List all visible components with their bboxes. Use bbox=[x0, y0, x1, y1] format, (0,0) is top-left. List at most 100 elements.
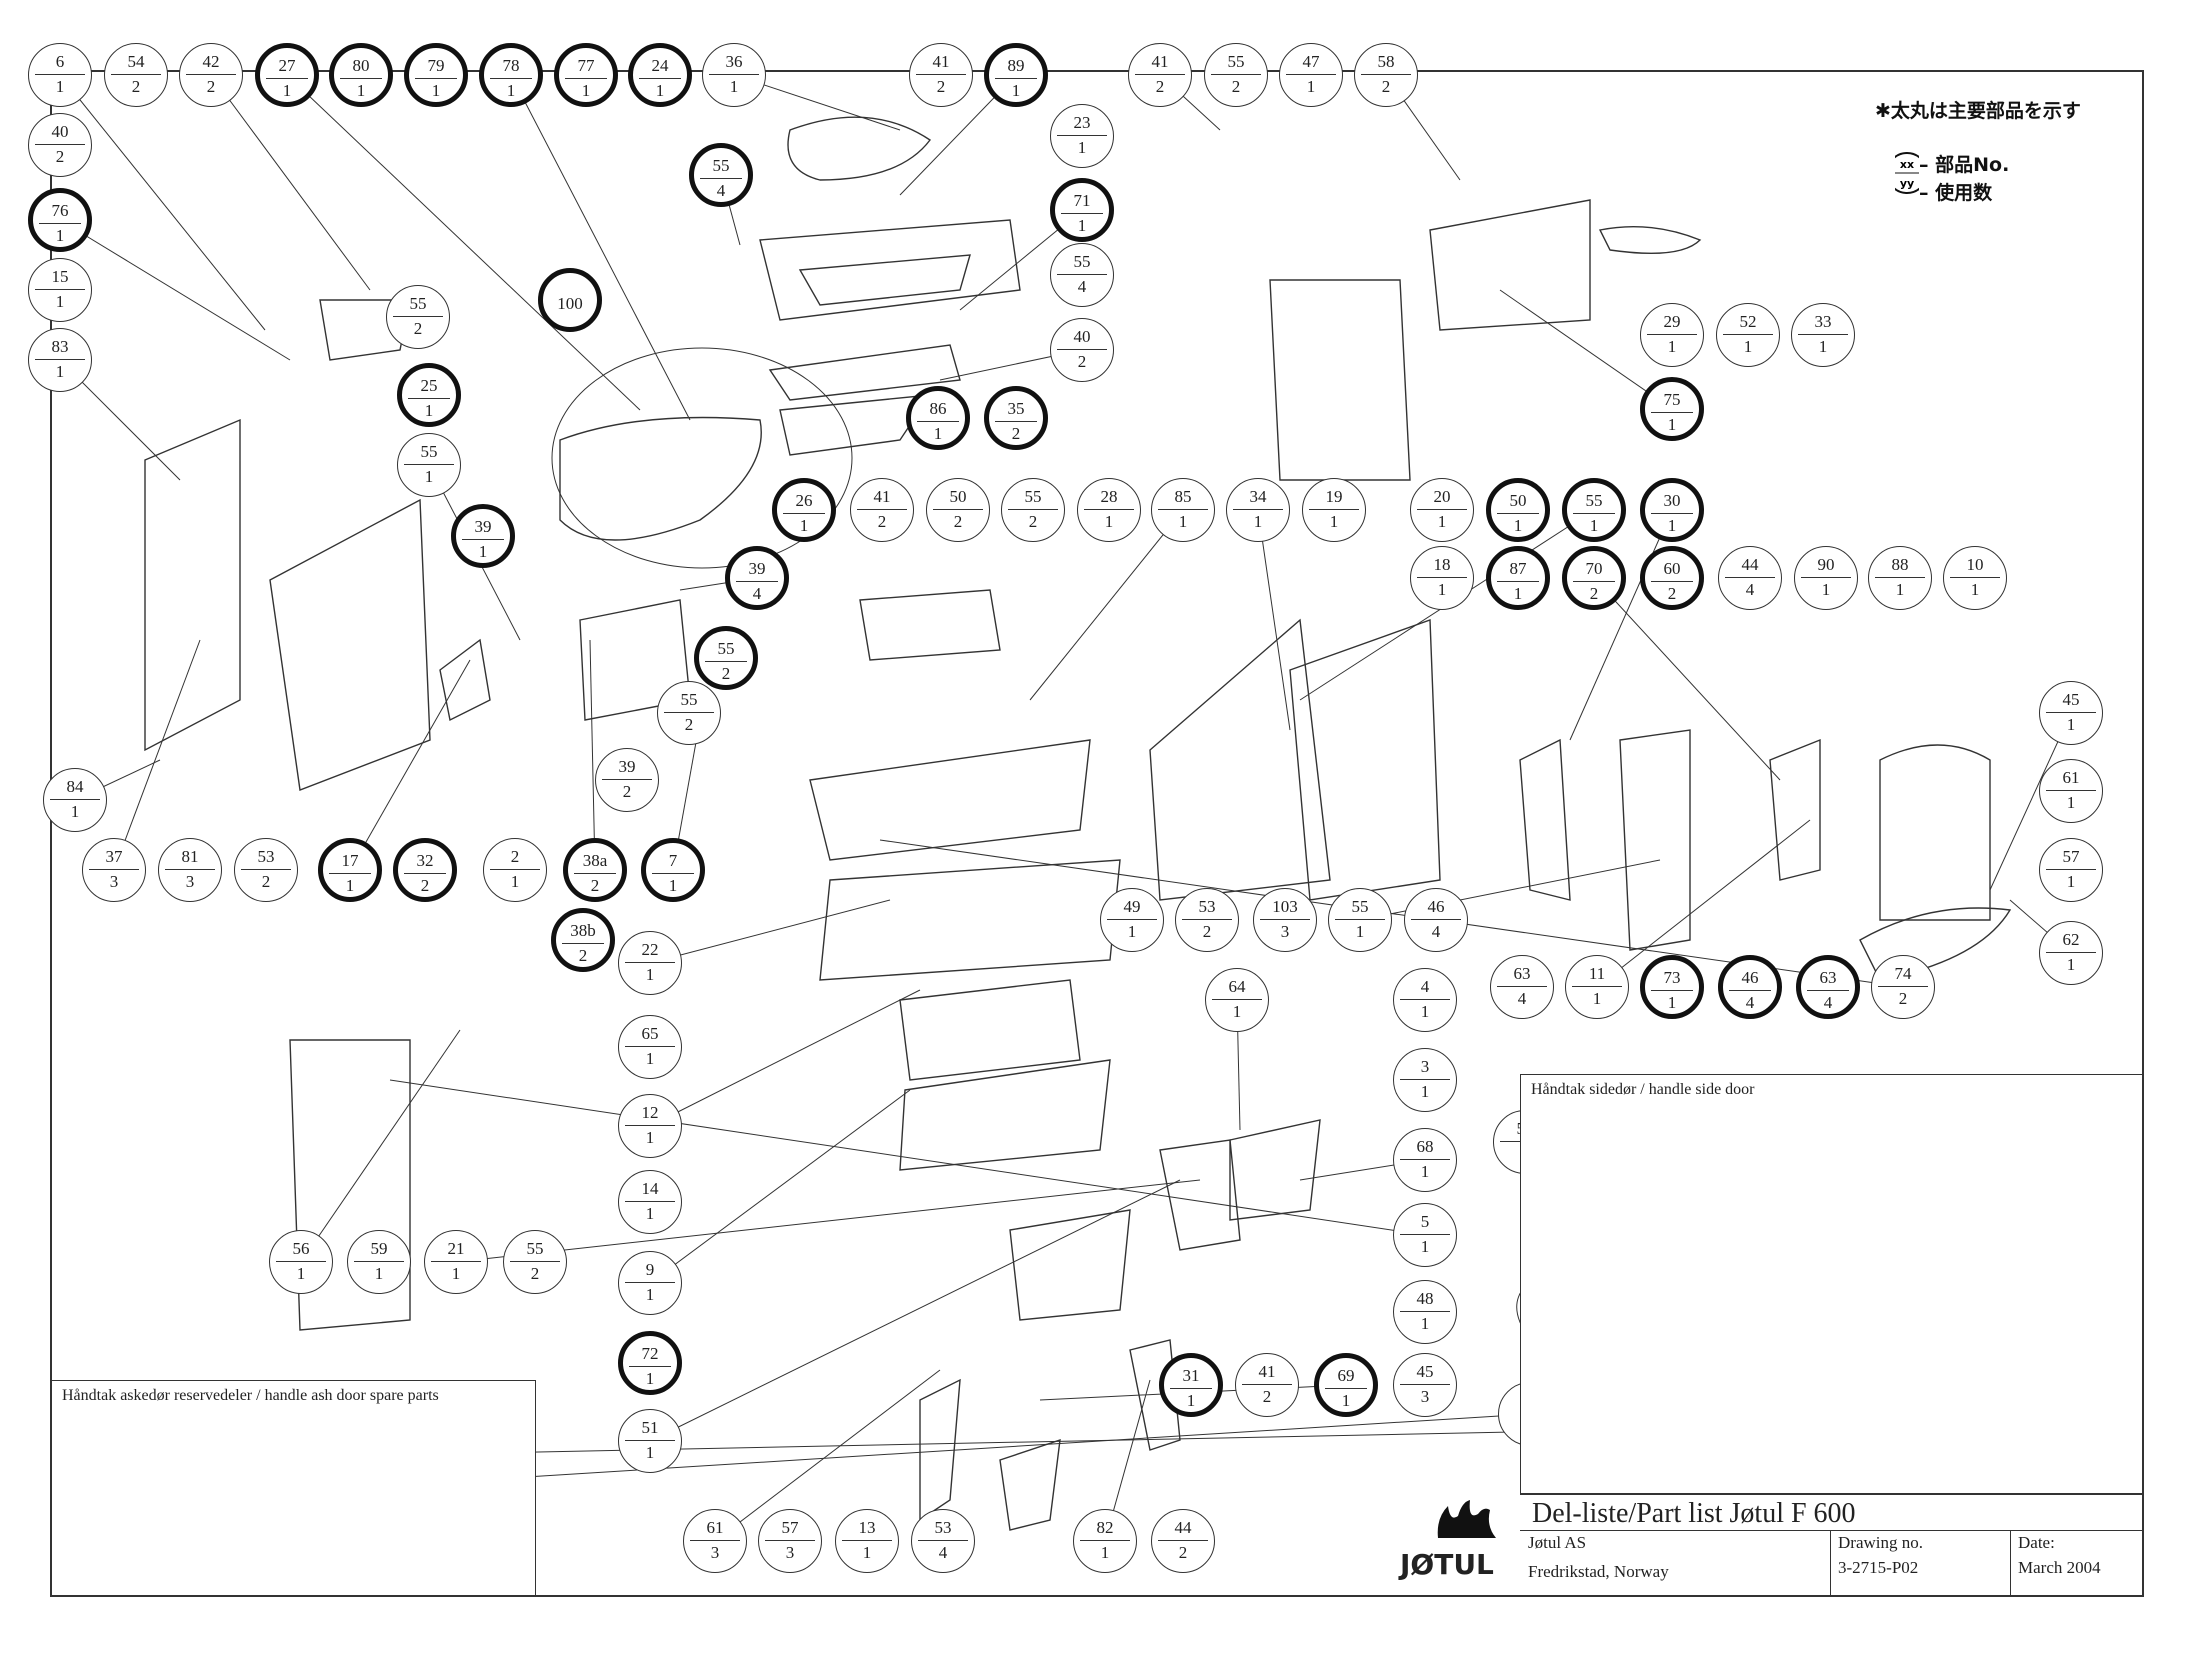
callout-part-no: 32 bbox=[416, 851, 434, 870]
key-part-no: – 部品No. bbox=[1919, 154, 2010, 176]
callout-qty: 1 bbox=[2066, 955, 2076, 974]
callout-qty: 1 bbox=[655, 81, 665, 100]
drawing-no: 3-2715-P02 bbox=[1838, 1558, 1919, 1577]
callout-qty: 3 bbox=[1280, 922, 1290, 941]
callout-part-no: 55 bbox=[409, 294, 427, 313]
leader-line bbox=[113, 639, 201, 871]
callout-qty: 1 bbox=[862, 1543, 872, 1562]
leader-line bbox=[455, 1179, 1201, 1263]
callout-qty: 1 bbox=[1513, 516, 1523, 535]
callout-part-no: 34 bbox=[1249, 487, 1267, 506]
callout-part-no: 80 bbox=[352, 56, 370, 75]
callout-qty: 1 bbox=[645, 1204, 655, 1223]
callout-qty: 1 bbox=[645, 1049, 655, 1068]
callout-part-no: 46 bbox=[1741, 968, 1759, 987]
callout-part-no: 25 bbox=[420, 376, 438, 395]
callout-qty: 2 bbox=[1011, 424, 1021, 443]
callout-part-no: 21 bbox=[447, 1239, 465, 1258]
leader-line bbox=[349, 659, 471, 871]
callout-part-no: 86 bbox=[929, 399, 947, 418]
callout-part-no: 42 bbox=[202, 52, 220, 71]
callout-part-no: 62 bbox=[2062, 930, 2080, 949]
callout-part-no: 6 bbox=[55, 52, 65, 71]
callout-qty: 1 bbox=[1355, 922, 1365, 941]
callout-qty: 1 bbox=[1186, 1391, 1196, 1410]
callout-part-no: 59 bbox=[370, 1239, 388, 1258]
callout-part-no: 79 bbox=[427, 56, 445, 75]
callout-qty: 2 bbox=[622, 782, 632, 801]
callout-part-no: 33 bbox=[1814, 312, 1832, 331]
leader-line bbox=[649, 1179, 1181, 1442]
callout-qty: 1 bbox=[1895, 580, 1905, 599]
side-door-inset-title: Håndtak sidedør / handle side door bbox=[1531, 1081, 1755, 1098]
callout-qty: 2 bbox=[953, 512, 963, 531]
callout-part-no: 23 bbox=[1073, 113, 1091, 132]
callout-qty: 2 bbox=[1028, 512, 1038, 531]
callout-qty: 1 bbox=[1667, 337, 1677, 356]
callout-part-no: 27 bbox=[278, 56, 296, 75]
callout-qty: 1 bbox=[1253, 512, 1263, 531]
callout-part-no: 76 bbox=[51, 201, 69, 220]
callout-qty: 1 bbox=[645, 965, 655, 984]
callout-part-no: 90 bbox=[1817, 555, 1835, 574]
callout-qty: 1 bbox=[1341, 1391, 1351, 1410]
leader-line bbox=[1989, 712, 2072, 891]
callout-part-no: 5 bbox=[1420, 1212, 1430, 1231]
jotul-logo: JØTUL bbox=[1400, 1548, 1494, 1581]
callout-qty: 1 bbox=[1420, 1314, 1430, 1333]
callout-qty: 1 bbox=[424, 401, 434, 420]
callout-qty: 4 bbox=[1077, 277, 1087, 296]
leader-line bbox=[59, 219, 291, 361]
callout-qty: 1 bbox=[645, 1443, 655, 1462]
callout-part-no: 47 bbox=[1302, 52, 1320, 71]
leader-line bbox=[1593, 577, 1781, 781]
callout-qty: 4 bbox=[938, 1543, 948, 1562]
callout-part-no: 29 bbox=[1663, 312, 1681, 331]
leader-line bbox=[1596, 819, 1811, 988]
callout-part-no: 38b bbox=[570, 921, 596, 940]
callout-qty: 1 bbox=[1818, 337, 1828, 356]
callout-part-no: 71 bbox=[1073, 191, 1091, 210]
callout-part-no: 22 bbox=[641, 940, 659, 959]
callout-part-no: 89 bbox=[1007, 56, 1025, 75]
callout-qty: 2 bbox=[877, 512, 887, 531]
callout-part-no: 36 bbox=[725, 52, 743, 71]
callout-qty: 1 bbox=[1104, 512, 1114, 531]
leader-line bbox=[1257, 509, 1291, 731]
callout-part-no: 45 bbox=[2062, 690, 2080, 709]
callout-part-no: 18 bbox=[1433, 555, 1451, 574]
key-top: xx bbox=[1900, 158, 1914, 171]
